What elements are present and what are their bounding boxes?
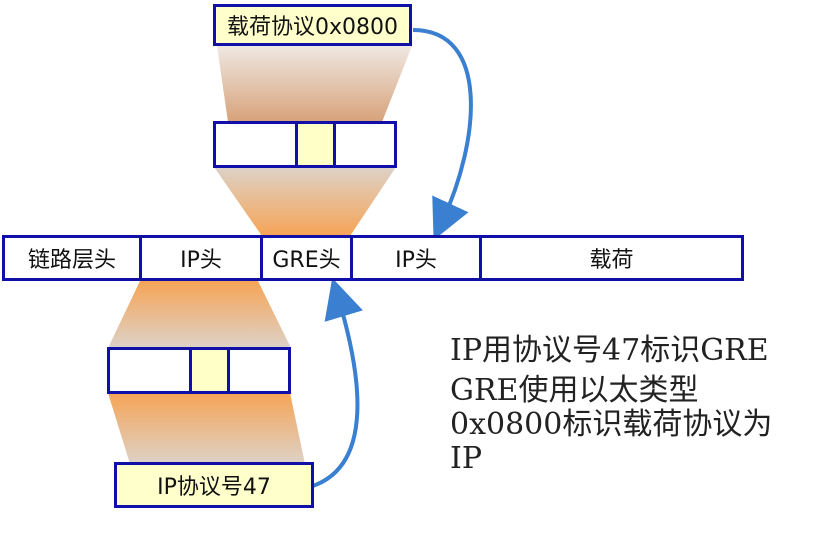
zoom-trapezoid-top xyxy=(217,46,412,122)
gre-header-fields xyxy=(213,121,397,168)
arrow-top-to-payload-ip xyxy=(412,28,473,241)
packet-field-link-header: 链路层头 xyxy=(5,238,142,278)
ip-field-left xyxy=(110,350,192,391)
packet-field-inner-ip-header: IP头 xyxy=(353,238,482,278)
ip-protocol-number-label: IP协议号47 xyxy=(114,462,314,508)
arrow-bottom-to-gre xyxy=(305,277,363,490)
note-line-4: IP xyxy=(450,441,483,476)
zoom-trapezoid-bottom xyxy=(108,393,305,464)
packet-field-gre-header: GRE头 xyxy=(263,238,353,278)
packet-field-outer-ip-header: IP头 xyxy=(142,238,263,278)
packet-field-payload: 载荷 xyxy=(589,248,634,273)
ip-field-right xyxy=(230,350,288,391)
zoom-trapezoid-lower xyxy=(108,281,291,348)
note-line-3: 0x0800标识载荷协议为 xyxy=(450,407,773,442)
packet-layout: 链路层头 IP头 GRE头 IP头 载荷 xyxy=(2,235,744,281)
gre-field-right xyxy=(336,124,394,165)
ip-header-fields xyxy=(107,347,291,394)
ip-field-protocol xyxy=(192,350,230,391)
gre-field-protocol-type xyxy=(298,124,336,165)
note-line-2: GRE使用以太类型 xyxy=(450,373,699,408)
gre-field-left xyxy=(216,124,298,165)
payload-protocol-label: 载荷协议0x0800 xyxy=(213,4,412,46)
note-line-1: IP用协议号47标识GRE xyxy=(450,333,769,368)
zoom-trapezoid-upper xyxy=(214,167,396,236)
